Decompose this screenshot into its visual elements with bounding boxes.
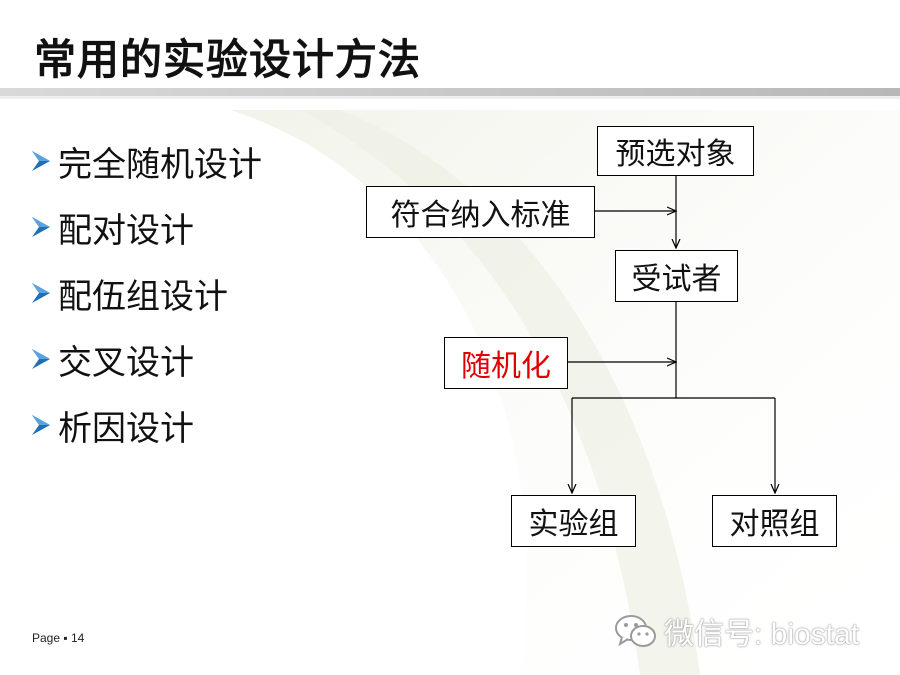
list-item: 完全随机设计: [30, 128, 262, 194]
wechat-icon: [615, 615, 656, 647]
wechat-watermark: 微信号: biostat: [612, 609, 859, 653]
bullet-label: 配伍组设计: [58, 276, 228, 317]
bullet-label: 完全随机设计: [58, 144, 262, 185]
arrow-bullet-icon: [32, 151, 50, 171]
arrow-bullet-icon: [32, 283, 50, 303]
arrow-bullet-icon: [32, 349, 50, 369]
bullet-label: 交叉设计: [58, 342, 194, 383]
node-preselect: 预选对象: [597, 126, 754, 176]
watermark-text: 微信号: biostat: [664, 618, 860, 651]
list-item: 配伍组设计: [30, 260, 262, 326]
node-inclusion-criteria: 符合纳入标准: [366, 186, 595, 238]
node-control-group: 对照组: [712, 495, 837, 547]
node-randomization: 随机化: [444, 337, 568, 389]
page-number: Page ▪ 14: [32, 631, 85, 645]
slide-title: 常用的实验设计方法: [34, 35, 422, 84]
arrow-bullet-icon: [32, 217, 50, 237]
bullet-label: 配对设计: [58, 210, 194, 251]
node-subjects: 受试者: [615, 250, 738, 302]
list-item: 配对设计: [30, 194, 262, 260]
arrow-bullet-icon: [32, 415, 50, 435]
list-item: 交叉设计: [30, 326, 262, 392]
design-method-list: 完全随机设计 配对设计 配伍组设计 交叉设计 析因设计: [30, 128, 262, 458]
list-item: 析因设计: [30, 392, 262, 458]
node-experimental-group: 实验组: [511, 495, 636, 547]
bullet-label: 析因设计: [58, 408, 194, 449]
